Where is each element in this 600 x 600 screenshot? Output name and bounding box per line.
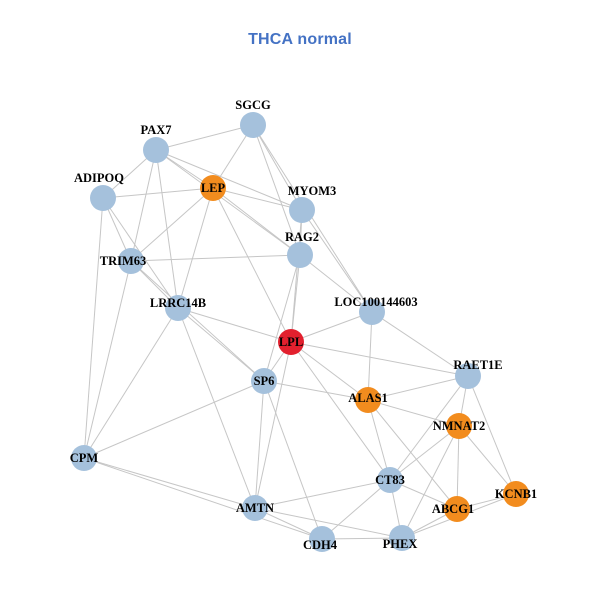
- edge-LEP-RAG2: [212, 187, 301, 256]
- node-PAX7: [143, 137, 169, 163]
- edge-NMNAT2-CT83: [389, 425, 460, 481]
- node-label-SP6: SP6: [254, 374, 275, 388]
- edge-ALAS1-NMNAT2: [367, 399, 460, 427]
- node-label-RAET1E: RAET1E: [453, 358, 502, 372]
- node-SGCG: [240, 112, 266, 138]
- edge-ALAS1-CT83: [367, 399, 391, 481]
- edge-ADIPOQ-CPM: [83, 197, 104, 459]
- edge-ADIPOQ-LEP: [102, 187, 214, 199]
- edge-ALAS1-ABCG1: [367, 399, 458, 510]
- node-LOC100144603: [359, 299, 385, 325]
- node-NMNAT2: [446, 413, 472, 439]
- edge-PAX7-MYOM3: [155, 149, 303, 211]
- node-RAG2: [287, 242, 313, 268]
- edge-MYOM3-LOC100144603: [301, 209, 373, 313]
- node-label-LPL: LPL: [279, 335, 303, 349]
- node-label-ADIPOQ: ADIPOQ: [74, 171, 124, 185]
- node-MYOM3: [289, 197, 315, 223]
- edge-LPL-AMTN: [254, 341, 292, 509]
- node-CT83: [377, 467, 403, 493]
- node-label-RAG2: RAG2: [285, 230, 319, 244]
- edge-LEP-LPL: [212, 187, 292, 343]
- node-LRRC14B: [165, 295, 191, 321]
- node-label-NMNAT2: NMNAT2: [433, 419, 486, 433]
- edge-NMNAT2-KCNB1: [458, 425, 517, 495]
- edge-CPM-CDH4: [83, 457, 323, 540]
- edge-CDH4-PHEX: [321, 537, 403, 540]
- edge-LOC100144603-LPL: [290, 311, 373, 343]
- edge-RAET1E-ALAS1: [367, 375, 469, 401]
- edge-LRRC14B-LPL: [177, 307, 292, 343]
- plot-title: THCA normal: [248, 31, 352, 48]
- edge-LOC100144603-RAET1E: [371, 311, 469, 377]
- node-LEP: [200, 175, 226, 201]
- node-CDH4: [309, 526, 335, 552]
- node-ADIPOQ: [90, 185, 116, 211]
- edge-TRIM63-SP6: [130, 260, 265, 382]
- edge-RAG2-LPL: [290, 254, 301, 343]
- edge-LRRC14B-AMTN: [177, 307, 256, 509]
- edge-CPM-AMTN: [83, 457, 256, 509]
- edge-SP6-CPM: [83, 380, 265, 459]
- edge-PAX7-TRIM63: [130, 149, 157, 262]
- edge-RAG2-SP6: [263, 254, 301, 382]
- node-label-ALAS1: ALAS1: [348, 391, 388, 405]
- edge-SGCG-RAG2: [252, 124, 301, 256]
- edge-LEP-TRIM63: [130, 187, 214, 262]
- edge-LRRC14B-CPM: [83, 307, 179, 459]
- edge-NMNAT2-PHEX: [401, 425, 460, 539]
- node-TRIM63: [118, 248, 144, 274]
- node-label-TRIM63: TRIM63: [100, 254, 147, 268]
- edge-RAG2-LOC100144603: [299, 254, 373, 313]
- node-label-LOC100144603: LOC100144603: [334, 295, 417, 309]
- edge-SP6-ALAS1: [263, 380, 369, 401]
- node-label-LEP: LEP: [201, 181, 226, 195]
- node-label-SGCG: SGCG: [235, 98, 271, 112]
- node-label-MYOM3: MYOM3: [288, 184, 337, 198]
- edge-RAET1E-KCNB1: [467, 375, 517, 495]
- edge-SP6-AMTN: [254, 380, 265, 509]
- node-ALAS1: [355, 387, 381, 413]
- edge-AMTN-PHEX: [254, 507, 403, 539]
- node-label-AMTN: AMTN: [236, 501, 274, 515]
- node-ABCG1: [444, 496, 470, 522]
- edge-LPL-ALAS1: [290, 341, 369, 401]
- edge-SP6-CDH4: [263, 380, 323, 540]
- edge-CT83-AMTN: [254, 479, 391, 509]
- edge-LEP-LRRC14B: [177, 187, 214, 309]
- node-label-CDH4: CDH4: [303, 538, 338, 552]
- node-label-KCNB1: KCNB1: [495, 487, 537, 501]
- node-RAET1E: [455, 363, 481, 389]
- node-label-LRRC14B: LRRC14B: [150, 296, 206, 310]
- node-KCNB1: [503, 481, 529, 507]
- node-PHEX: [389, 525, 415, 551]
- edge-LPL-RAET1E: [290, 341, 469, 377]
- node-label-ABCG1: ABCG1: [432, 502, 474, 516]
- node-AMTN: [242, 495, 268, 521]
- edge-PAX7-RAG2: [155, 149, 301, 256]
- edge-CT83-CDH4: [321, 479, 391, 540]
- edge-TRIM63-CPM: [83, 260, 132, 459]
- node-label-PHEX: PHEX: [383, 537, 418, 551]
- edge-RAET1E-CT83: [389, 375, 469, 481]
- edge-TRIM63-RAG2: [130, 254, 301, 262]
- edge-SGCG-LOC100144603: [252, 124, 373, 313]
- node-CPM: [71, 445, 97, 471]
- node-label-PAX7: PAX7: [140, 123, 171, 137]
- edge-LPL-CT83: [290, 341, 391, 481]
- node-label-CPM: CPM: [70, 451, 99, 465]
- edge-LOC100144603-ALAS1: [367, 311, 373, 401]
- node-SP6: [251, 368, 277, 394]
- edge-NMNAT2-ABCG1: [456, 425, 460, 510]
- edge-SGCG-MYOM3: [252, 124, 303, 211]
- edge-PAX7-SGCG: [155, 124, 254, 151]
- edge-LRRC14B-SP6: [177, 307, 265, 382]
- node-label-CT83: CT83: [375, 473, 405, 487]
- edge-LEP-MYOM3: [212, 187, 303, 211]
- node-LPL: [278, 329, 304, 355]
